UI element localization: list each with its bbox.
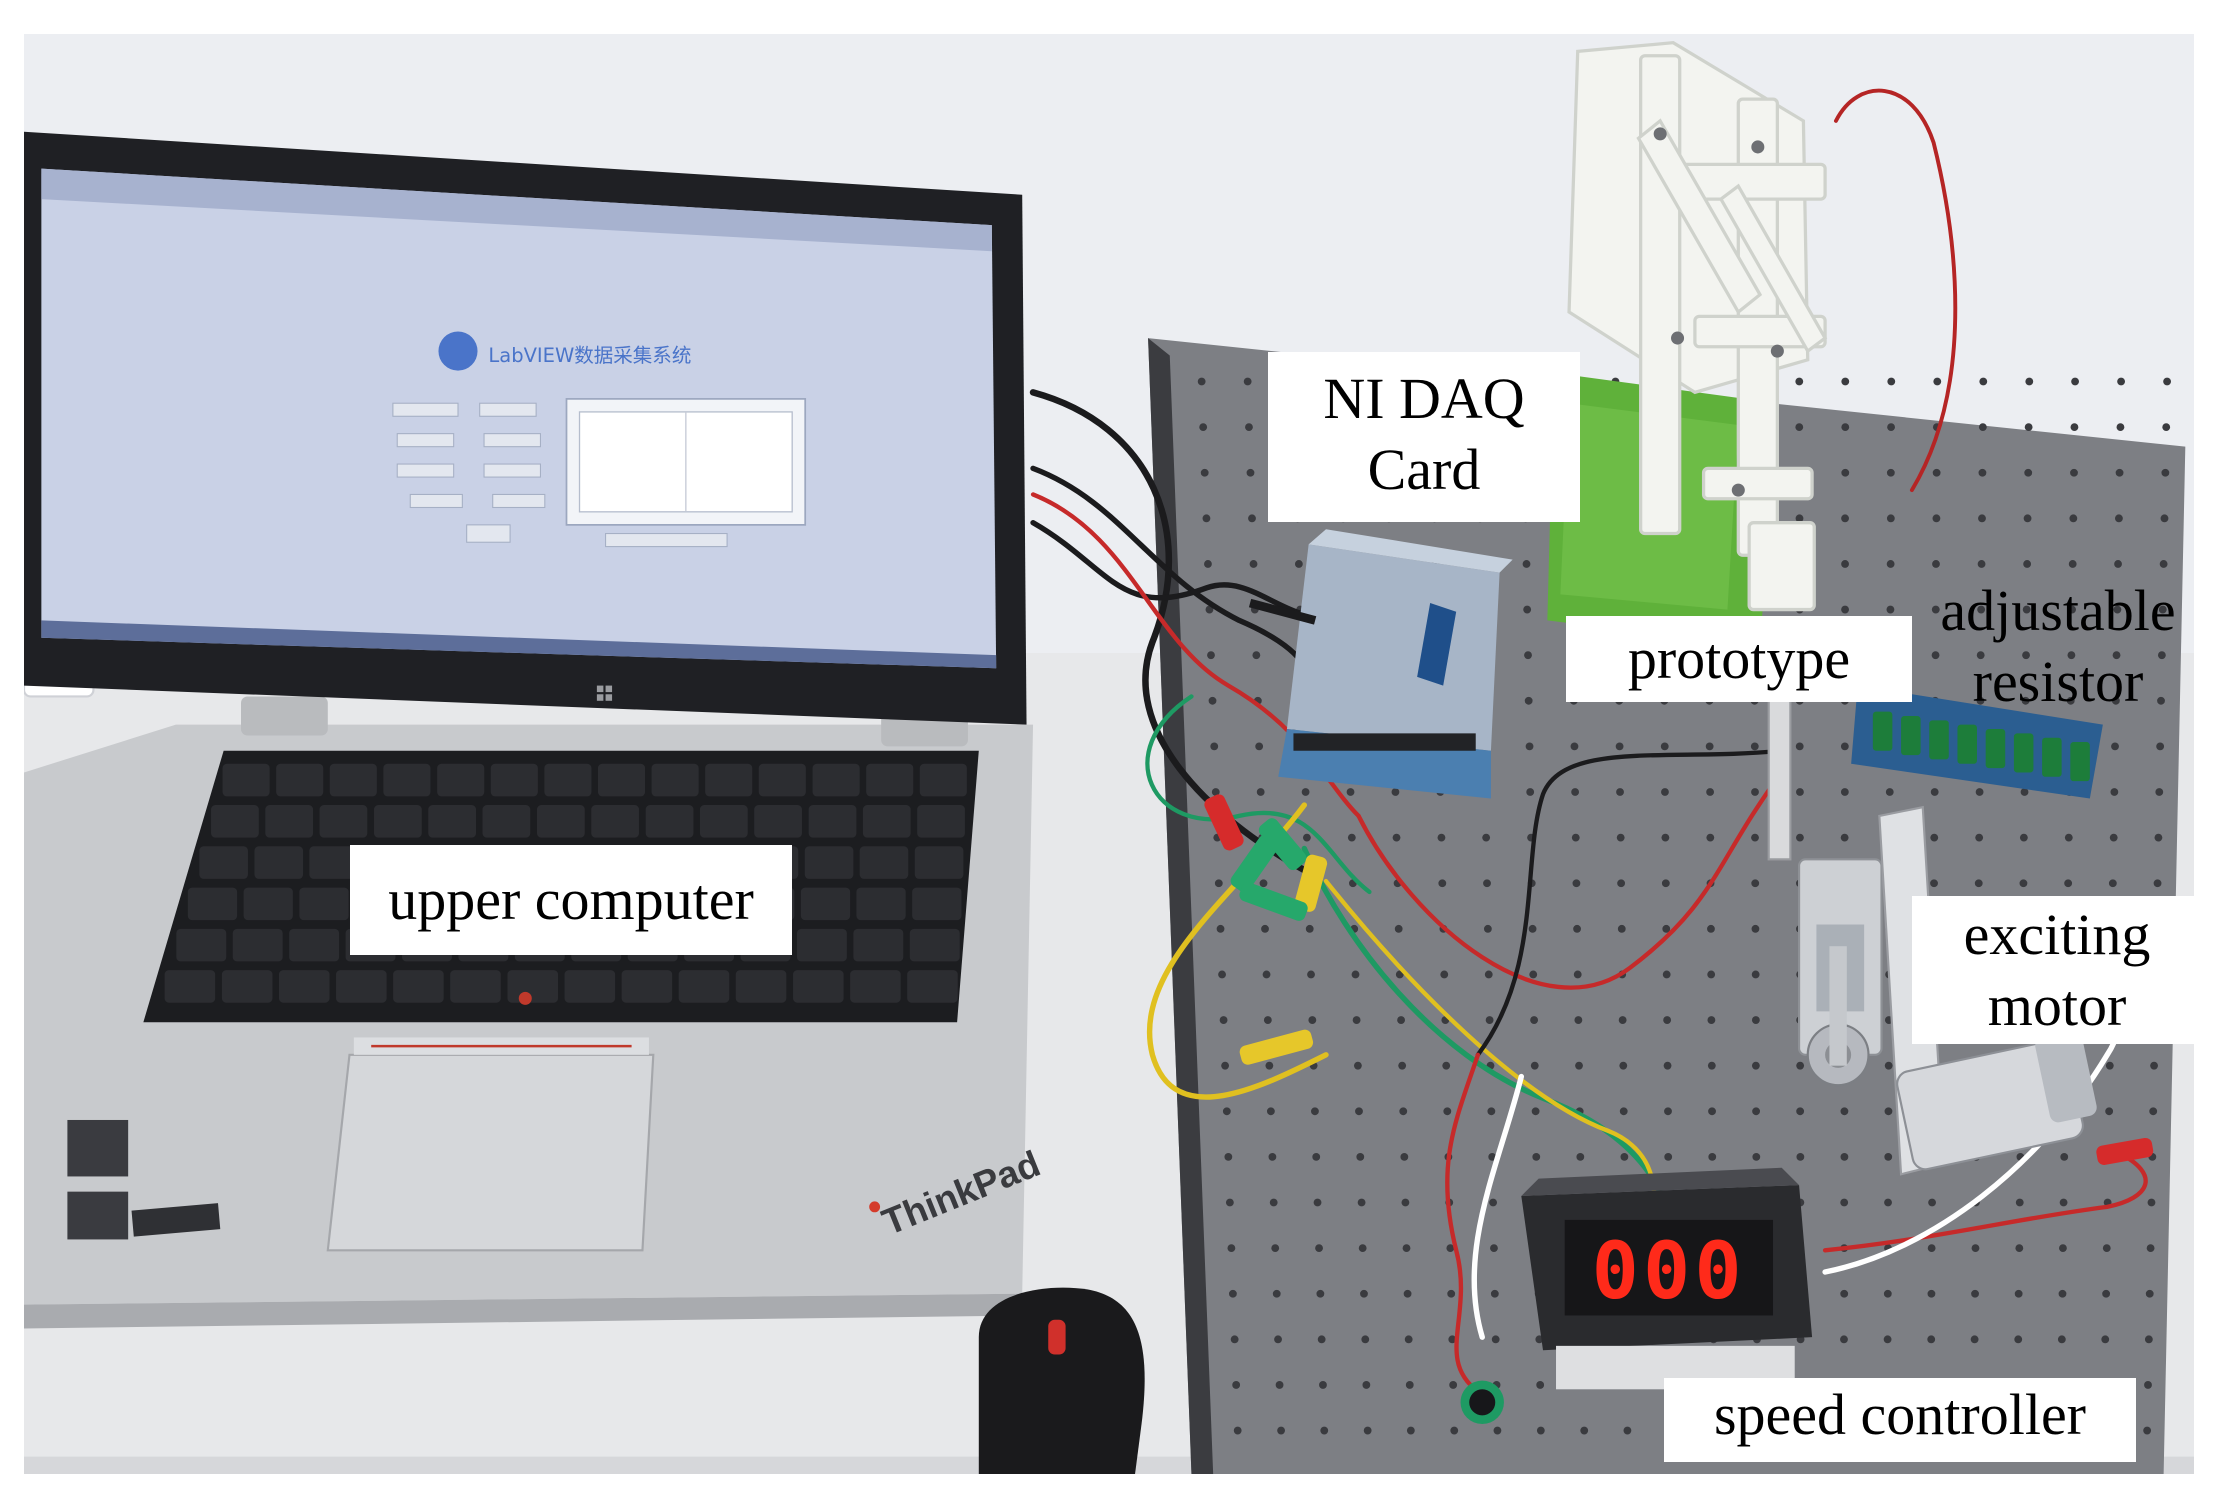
speed-controller: 000: [1460, 1167, 1813, 1425]
resistor-board: [1851, 685, 2103, 799]
label-resistor-line2: resistor: [1972, 648, 2144, 714]
label-upper-computer: upper computer: [350, 845, 792, 955]
ni-daq-card: [1248, 529, 1513, 799]
label-ni-daq-card: NI DAQ Card: [1268, 352, 1580, 522]
label-speed-controller-text: speed controller: [1713, 1382, 2086, 1447]
screen-app-title: LabVIEW数据采集系统: [488, 344, 691, 367]
test-bench-photo: 000 ThinkPad: [24, 34, 2194, 1474]
label-ni-daq-line2: Card: [1367, 436, 1481, 502]
label-motor-line2: motor: [1987, 972, 2127, 1038]
label-motor-line1: exciting: [1963, 902, 2151, 967]
white-frame: [1567, 41, 1828, 612]
label-ni-daq-line1: NI DAQ: [1323, 366, 1525, 431]
laptop: ThinkPad LabVIEW数据采集系统: [24, 131, 1046, 1329]
label-upper-computer-text: upper computer: [388, 867, 754, 932]
label-exciting-motor: exciting motor: [1912, 896, 2202, 1044]
alligator-clips: [1204, 794, 2154, 1165]
label-speed-controller: speed controller: [1664, 1378, 2136, 1462]
motor-assembly: [1797, 805, 2097, 1176]
label-prototype: prototype: [1566, 616, 1912, 702]
prototype-rod: [1767, 684, 1792, 861]
label-adjustable-resistor: adjustable resistor: [1908, 574, 2208, 720]
speed-readout: 000: [1592, 1226, 1746, 1317]
label-resistor-line1: adjustable: [1940, 578, 2176, 643]
mouse: [978, 1287, 1145, 1474]
label-prototype-text: prototype: [1627, 626, 1851, 691]
